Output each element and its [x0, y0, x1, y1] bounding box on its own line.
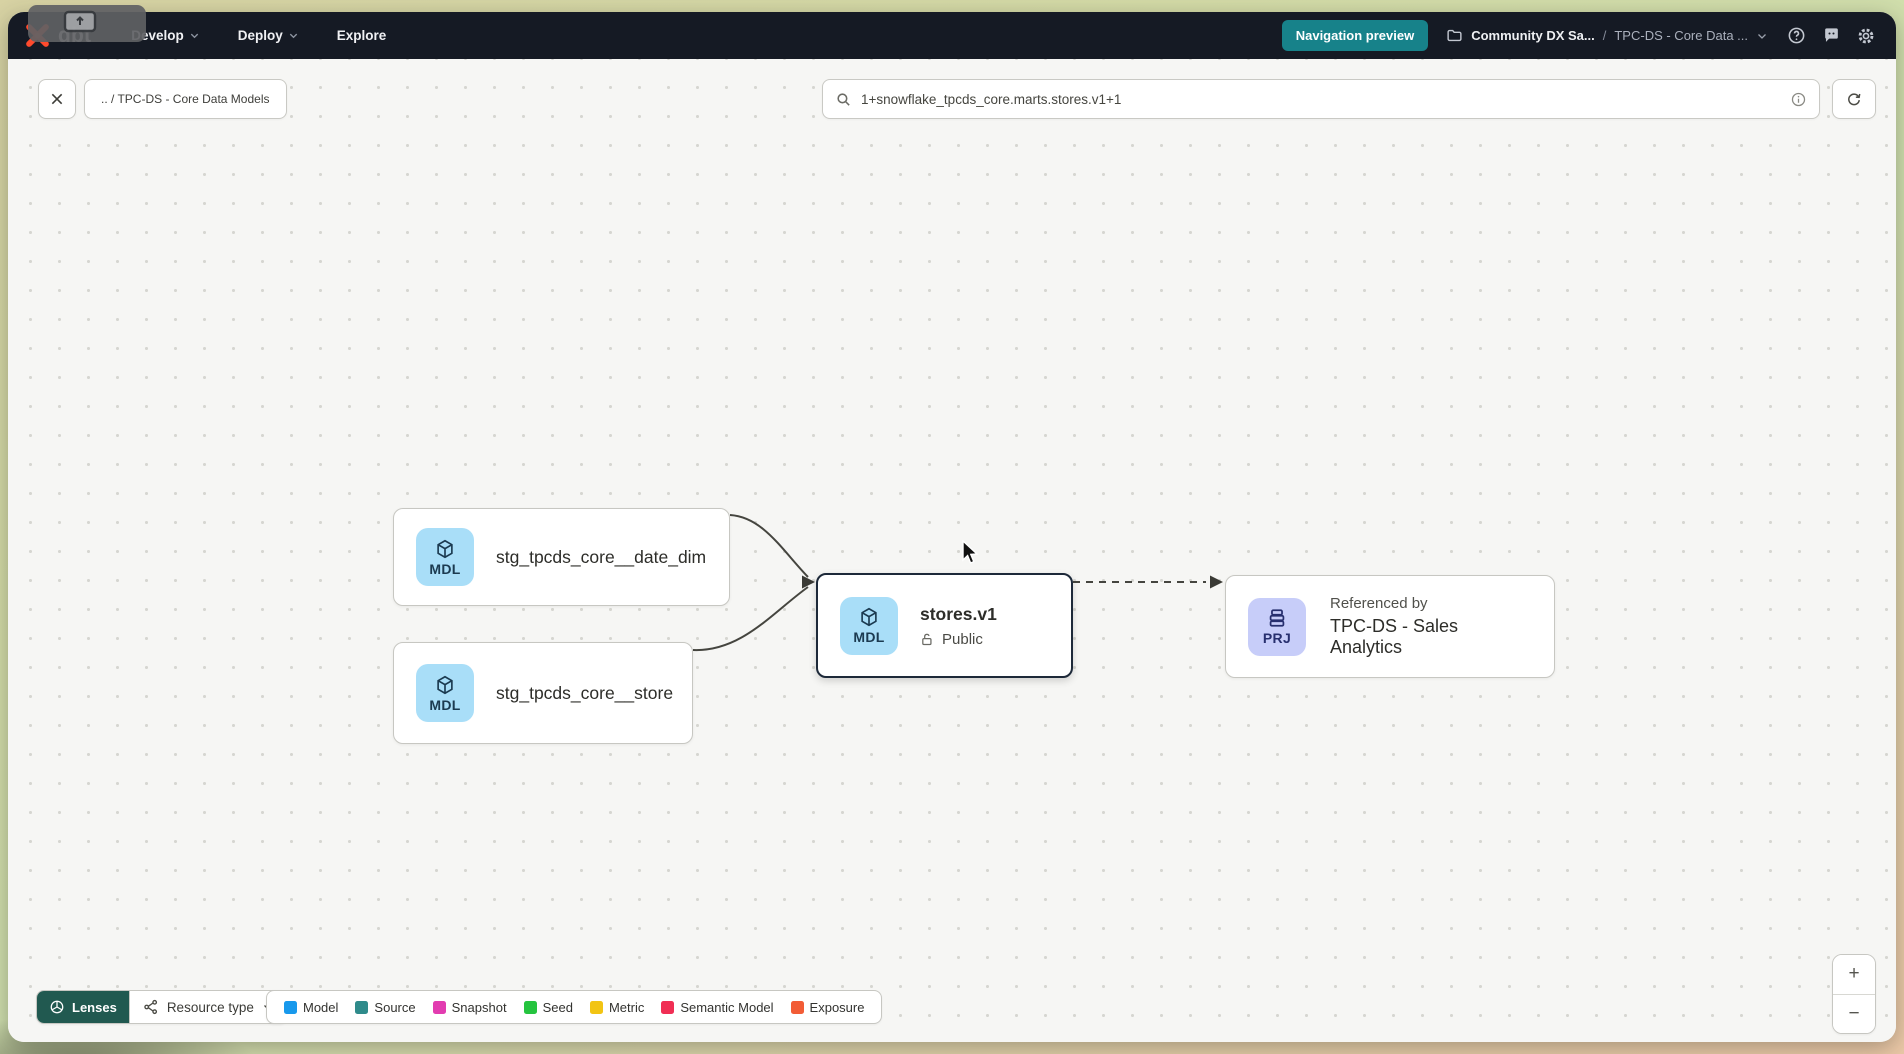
chevron-down-icon[interactable] — [1756, 30, 1768, 42]
top-navbar: dbt Develop Deploy Explore Navigation pr… — [8, 12, 1896, 59]
badge-label: MDL — [853, 629, 885, 645]
info-icon[interactable] — [1790, 91, 1807, 108]
cube-icon — [861, 607, 877, 627]
legend-item-source: Source — [355, 1000, 416, 1015]
model-badge: MDL — [416, 528, 474, 586]
legend-item-exposure: Exposure — [790, 1000, 864, 1015]
chevron-down-icon — [289, 33, 297, 39]
project-badge: PRJ — [1248, 597, 1306, 656]
stacked-drawers-icon — [1269, 609, 1285, 627]
navbar-icons — [1786, 26, 1876, 46]
screen-share-overlay — [28, 5, 146, 42]
node-access: Public — [920, 631, 997, 648]
legend-item-metric: Metric — [589, 1000, 644, 1015]
folder-icon — [1447, 29, 1462, 42]
node-referenced-by-sales-analytics[interactable]: PRJ Referenced by TPC-DS - Sales Analyti… — [1225, 575, 1555, 678]
cube-icon — [437, 539, 453, 558]
help-icon[interactable] — [1786, 26, 1806, 46]
resource-type-dropdown[interactable]: Resource type — [128, 991, 287, 1023]
lenses-toolbar: Lenses Resource type — [36, 990, 288, 1024]
legend-swatch — [661, 1000, 675, 1014]
navigation-preview-button[interactable]: Navigation preview — [1281, 20, 1429, 51]
legend-swatch — [432, 1000, 446, 1014]
lens-aperture-icon — [50, 1000, 64, 1014]
mouse-cursor — [960, 539, 982, 571]
node-label: stg_tpcds_core__date_dim — [496, 546, 707, 567]
refresh-button[interactable] — [1832, 79, 1876, 119]
search-input[interactable] — [861, 91, 1781, 107]
zoom-in-button[interactable]: + — [1833, 955, 1875, 995]
node-stg-tpcds-core-store[interactable]: MDL stg_tpcds_core__store — [393, 642, 693, 744]
cube-icon — [437, 675, 453, 694]
legend-swatch — [355, 1000, 369, 1014]
zoom-controls: + − — [1832, 954, 1876, 1034]
app-window: dbt Develop Deploy Explore Navigation pr… — [8, 12, 1896, 1042]
feedback-icon[interactable] — [1821, 26, 1841, 46]
badge-label: MDL — [429, 696, 461, 713]
badge-label: PRJ — [1262, 630, 1292, 646]
legend-item-model: Model — [284, 1000, 338, 1015]
legend-item-seed: Seed — [523, 1000, 573, 1015]
edge-arrowhead — [1210, 575, 1223, 589]
badge-label: MDL — [429, 560, 461, 577]
breadcrumb-section[interactable]: TPC-DS - Core Data ... — [1614, 28, 1748, 43]
legend-swatch — [589, 1000, 603, 1014]
model-badge: MDL — [416, 664, 474, 722]
node-stores-v1[interactable]: MDL stores.v1 Public — [816, 573, 1073, 678]
model-badge: MDL — [840, 596, 898, 655]
lineage-path-chip[interactable]: .. / TPC-DS - Core Data Models — [84, 79, 287, 119]
lock-open-icon — [922, 633, 932, 645]
settings-gear-icon[interactable] — [1856, 26, 1876, 46]
refresh-icon — [1848, 93, 1861, 106]
chevron-down-icon — [190, 33, 198, 39]
nav-item-explore[interactable]: Explore — [336, 28, 387, 43]
nav-menus: Develop Deploy Explore — [131, 28, 386, 43]
breadcrumb-separator: / — [1602, 28, 1607, 43]
breadcrumb-project[interactable]: Community DX Sa... — [1471, 28, 1595, 43]
screen-icon — [63, 10, 97, 33]
edge-arrowhead — [802, 575, 815, 589]
resource-type-legend: Model Source Snapshot Seed Metric Semant… — [266, 990, 883, 1024]
node-kicker: Referenced by — [1330, 595, 1428, 612]
nav-item-deploy[interactable]: Deploy — [238, 28, 299, 43]
lineage-canvas[interactable]: .. / TPC-DS - Core Data Models MDL — [8, 59, 1896, 1042]
legend-swatch — [790, 1000, 804, 1014]
legend-swatch — [523, 1000, 537, 1014]
zoom-out-button[interactable]: − — [1833, 994, 1875, 1033]
legend-swatch — [284, 1000, 297, 1014]
lineage-search-bar — [822, 79, 1820, 119]
close-button[interactable] — [38, 79, 76, 119]
lenses-button[interactable]: Lenses — [37, 991, 129, 1023]
search-icon — [837, 92, 850, 106]
node-label: stores.v1 — [920, 603, 997, 624]
lineage-edges — [692, 514, 1223, 652]
breadcrumb: Community DX Sa... / TPC-DS - Core Data … — [1446, 27, 1768, 44]
node-label: stg_tpcds_core__store — [496, 682, 674, 703]
node-label: TPC-DS - Sales Analytics — [1330, 616, 1459, 657]
resource-graph-icon — [144, 999, 157, 1015]
legend-item-snapshot: Snapshot — [432, 1000, 507, 1015]
close-icon — [51, 93, 63, 105]
navbar-right: Navigation preview Community DX Sa... / … — [1281, 20, 1876, 51]
node-stg-tpcds-core-date-dim[interactable]: MDL stg_tpcds_core__date_dim — [393, 508, 730, 606]
legend-item-semantic-model: Semantic Model — [661, 1000, 774, 1015]
